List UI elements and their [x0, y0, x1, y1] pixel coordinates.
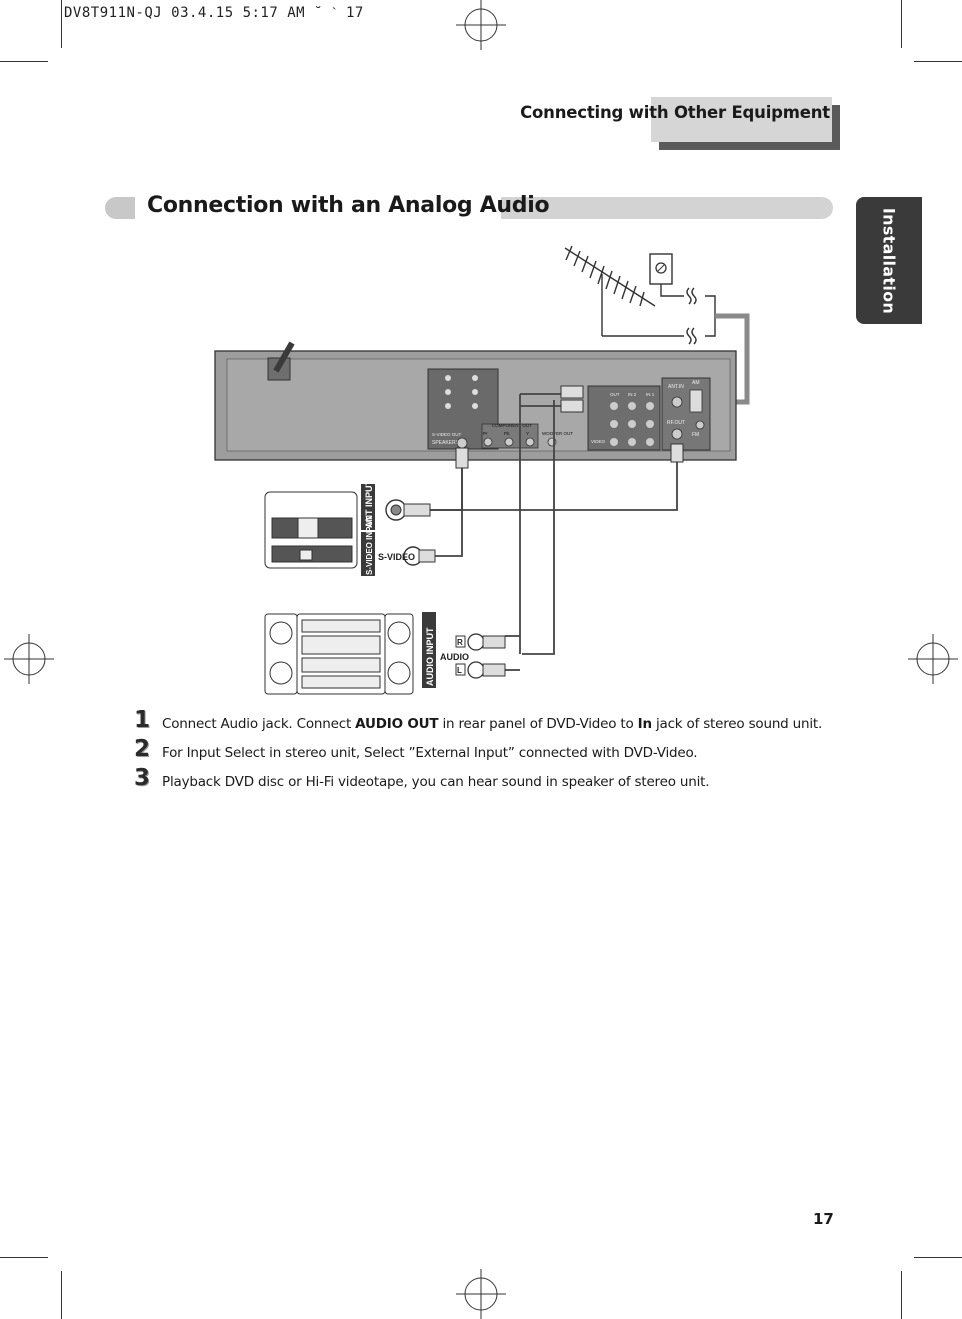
video-label: VIDEO	[591, 439, 606, 444]
connection-diagram: SPEAKERS COMPONENT OUT Pr Pb Y S-VIDEO O…	[214, 245, 750, 695]
heading-bar-left	[105, 197, 135, 219]
rf-out-label: RF.OUT	[667, 420, 685, 426]
plug-connectors	[455, 385, 684, 469]
antenna-icon	[564, 245, 656, 336]
crop-mark	[61, 0, 62, 48]
step-text-part: Connect Audio jack. Connect	[162, 716, 356, 732]
print-header: DV8T911N-QJ 03.4.15 5:17 AM ˘ ˋ 17	[64, 5, 364, 21]
page-number: 17	[813, 1210, 834, 1228]
crop-mark	[901, 0, 902, 48]
step-number: 3	[134, 765, 151, 791]
am-label: AM	[692, 380, 700, 386]
step-text-part: jack of stereo sound unit.	[651, 716, 823, 732]
pr-label: Pr	[483, 431, 488, 436]
s-video-input-label: S-VIDEO INPUT	[365, 516, 374, 575]
step-3: 3 Playback DVD disc or Hi-Fi videotape, …	[134, 765, 854, 797]
step-number: 1	[134, 707, 151, 733]
heading-bar-right	[501, 197, 833, 219]
crop-mark	[61, 1271, 62, 1319]
s-video-out-label: S-VIDEO OUT	[432, 432, 462, 437]
step-number: 2	[134, 736, 151, 762]
section-title: Connecting with Other Equipment	[520, 103, 830, 122]
y-label: Y	[526, 431, 529, 436]
pb-label: Pb	[504, 431, 510, 436]
heading-bar	[105, 197, 833, 219]
audio-label: AUDIO	[440, 652, 469, 662]
ant-input-tag: ANT INPUT	[361, 480, 375, 530]
tv-set-icon	[264, 491, 358, 569]
side-tab-label: Installation	[879, 207, 899, 314]
crop-mark	[0, 61, 48, 62]
registration-mark-left	[4, 634, 54, 684]
audio-input-tag: AUDIO INPUT	[422, 612, 436, 688]
registration-mark-right	[908, 634, 958, 684]
out-label: OUT	[610, 392, 620, 397]
l-box	[455, 663, 466, 676]
step-text: For Input Select in stereo unit, Select …	[162, 745, 698, 761]
section-tab-face	[651, 97, 832, 142]
r-label: R	[457, 638, 463, 647]
installation-side-tab: Installation	[856, 197, 922, 324]
registration-mark-top	[456, 0, 506, 50]
crop-mark	[0, 1257, 48, 1258]
ant-in-label: ANT.IN	[668, 384, 684, 390]
s-video-plug-icon	[403, 546, 436, 566]
cables	[430, 393, 678, 671]
ant-input-plug-icon	[385, 499, 431, 521]
fm-label: FM	[692, 432, 699, 438]
audio-rca-plugs-icon	[467, 633, 506, 679]
crop-mark	[914, 61, 962, 62]
page-heading: Connection with an Analog Audio	[147, 193, 550, 218]
step-text-bold: In	[637, 716, 652, 732]
step-text-part: in rear panel of DVD-Video to	[438, 716, 638, 732]
step-1: 1 Connect Audio jack. Connect AUDIO OUT …	[134, 707, 854, 739]
component-out-label: COMPONENT OUT	[492, 423, 532, 428]
step-text: Playback DVD disc or Hi-Fi videotape, yo…	[162, 774, 710, 790]
antenna-wires	[602, 284, 716, 345]
r-box	[455, 635, 466, 648]
s-video-plug-label: S-VIDEO	[378, 552, 415, 562]
s-video-input-tag: S-VIDEO INPUT	[361, 516, 375, 576]
audio-input-label: AUDIO INPUT	[425, 627, 435, 686]
crop-mark	[914, 1257, 962, 1258]
ant-input-label: ANT INPUT	[364, 480, 374, 528]
l-label: L	[457, 666, 462, 675]
registration-mark-bottom	[456, 1269, 506, 1319]
stereo-system-icon	[264, 613, 414, 695]
step-text: Connect Audio jack. Connect AUDIO OUT in…	[162, 716, 822, 732]
woofer-out-label: WOOFER OUT	[542, 431, 573, 436]
in2-label: IN 2	[628, 392, 637, 397]
crop-mark	[901, 1271, 902, 1319]
dvd-rear-panel: SPEAKERS COMPONENT OUT Pr Pb Y S-VIDEO O…	[214, 341, 737, 461]
step-2: 2 For Input Select in stereo unit, Selec…	[134, 736, 854, 768]
wall-socket-icon	[649, 253, 673, 285]
in1-label: IN 1	[646, 392, 655, 397]
section-tab	[651, 97, 840, 150]
speakers-label: SPEAKERS	[432, 440, 460, 446]
instruction-steps: 1 Connect Audio jack. Connect AUDIO OUT …	[134, 707, 854, 797]
step-text-bold: AUDIO OUT	[355, 716, 439, 732]
